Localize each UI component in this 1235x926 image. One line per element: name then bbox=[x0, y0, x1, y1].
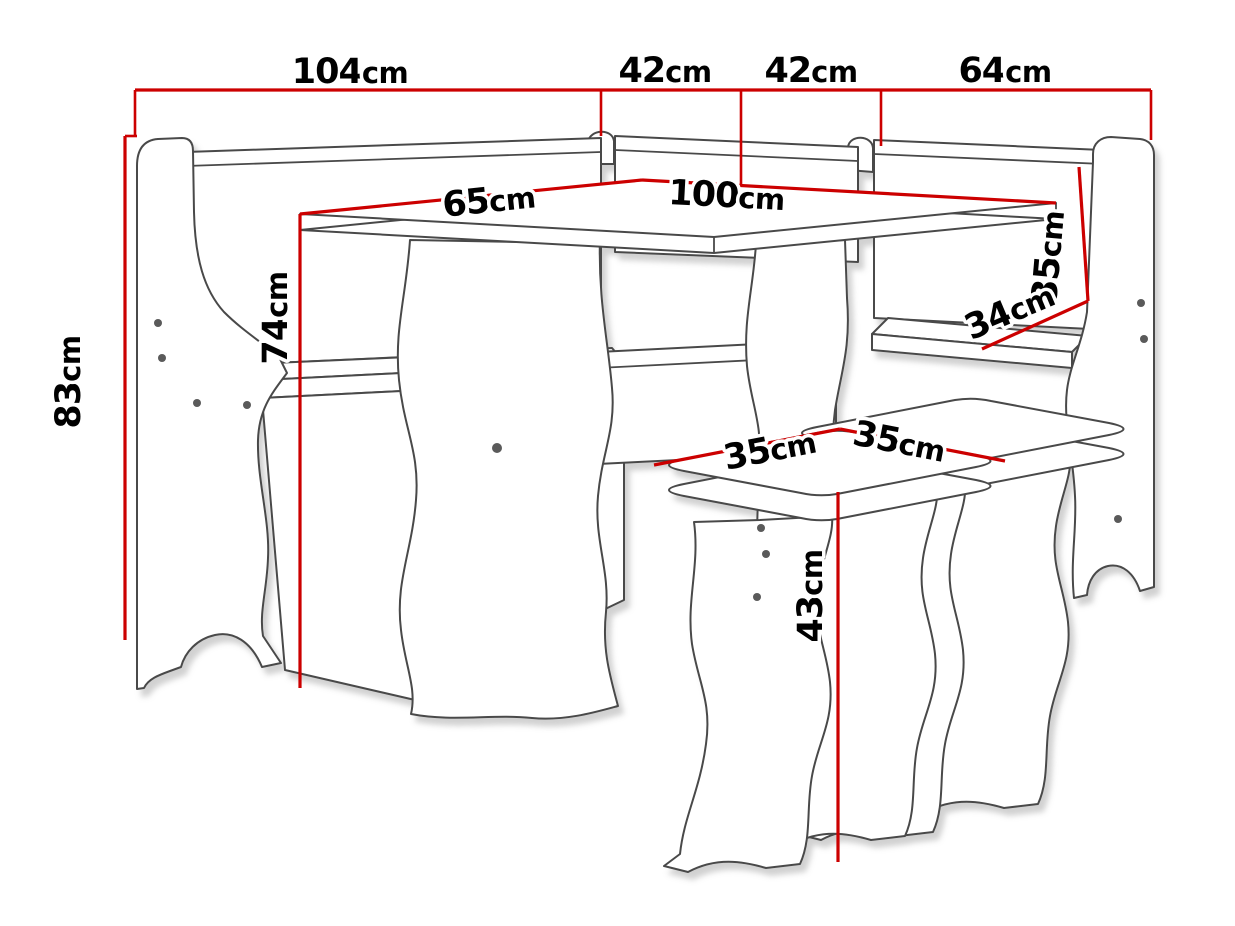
right-panel-dowel-dot bbox=[1114, 515, 1122, 523]
label-table-depth: 65cm bbox=[440, 176, 537, 226]
left-panel-dowel-dot bbox=[193, 399, 201, 407]
dimension-labels: 104cm 42cm 42cm 64cm 83cm 65cm 100cm 74c… bbox=[46, 48, 1075, 647]
label-stool-height: 43cm bbox=[791, 549, 831, 642]
label-corner-width-right: 42cm bbox=[764, 51, 857, 91]
furniture-group bbox=[136, 130, 1155, 872]
label-right-backrest-height: 35cm bbox=[1025, 209, 1073, 305]
table-length-line bbox=[641, 178, 1057, 205]
stool-width-line bbox=[839, 427, 1006, 463]
table-front-leg bbox=[396, 235, 619, 720]
label-stool-width: 35cm bbox=[850, 414, 949, 471]
right-panel-dowel-dot bbox=[1137, 299, 1145, 307]
label-bench-height: 83cm bbox=[49, 335, 89, 428]
left-panel-dowel-dot bbox=[154, 319, 162, 327]
right-panel-dowel-dot bbox=[1140, 335, 1148, 343]
front-stool-dowel-dot bbox=[753, 593, 761, 601]
label-corner-width-left: 42cm bbox=[618, 51, 711, 91]
label-bench-right-length: 64cm bbox=[958, 51, 1051, 91]
left-panel-dowel-dot bbox=[158, 354, 166, 362]
table-leg-dowel-dot bbox=[492, 443, 502, 453]
label-bench-left-length: 104cm bbox=[292, 52, 408, 92]
label-table-length: 100cm bbox=[667, 173, 785, 219]
front-stool-dowel-dot bbox=[762, 550, 770, 558]
left-backrest-edge-line bbox=[185, 151, 602, 167]
left-panel-dowel-dot bbox=[243, 401, 251, 409]
table-depth-line bbox=[299, 178, 643, 216]
label-table-height: 74cm bbox=[256, 271, 296, 364]
backrest-height-line bbox=[1077, 166, 1090, 302]
front-stool-dowel-dot bbox=[757, 524, 765, 532]
right-bench-side-panel bbox=[1065, 136, 1155, 599]
stool-depth-line bbox=[653, 427, 841, 467]
dimension-lines bbox=[123, 88, 1153, 862]
corner-backrest-edge-line bbox=[614, 149, 859, 162]
left-bench-side-panel bbox=[136, 137, 288, 690]
seat-depth-line bbox=[981, 299, 1089, 351]
